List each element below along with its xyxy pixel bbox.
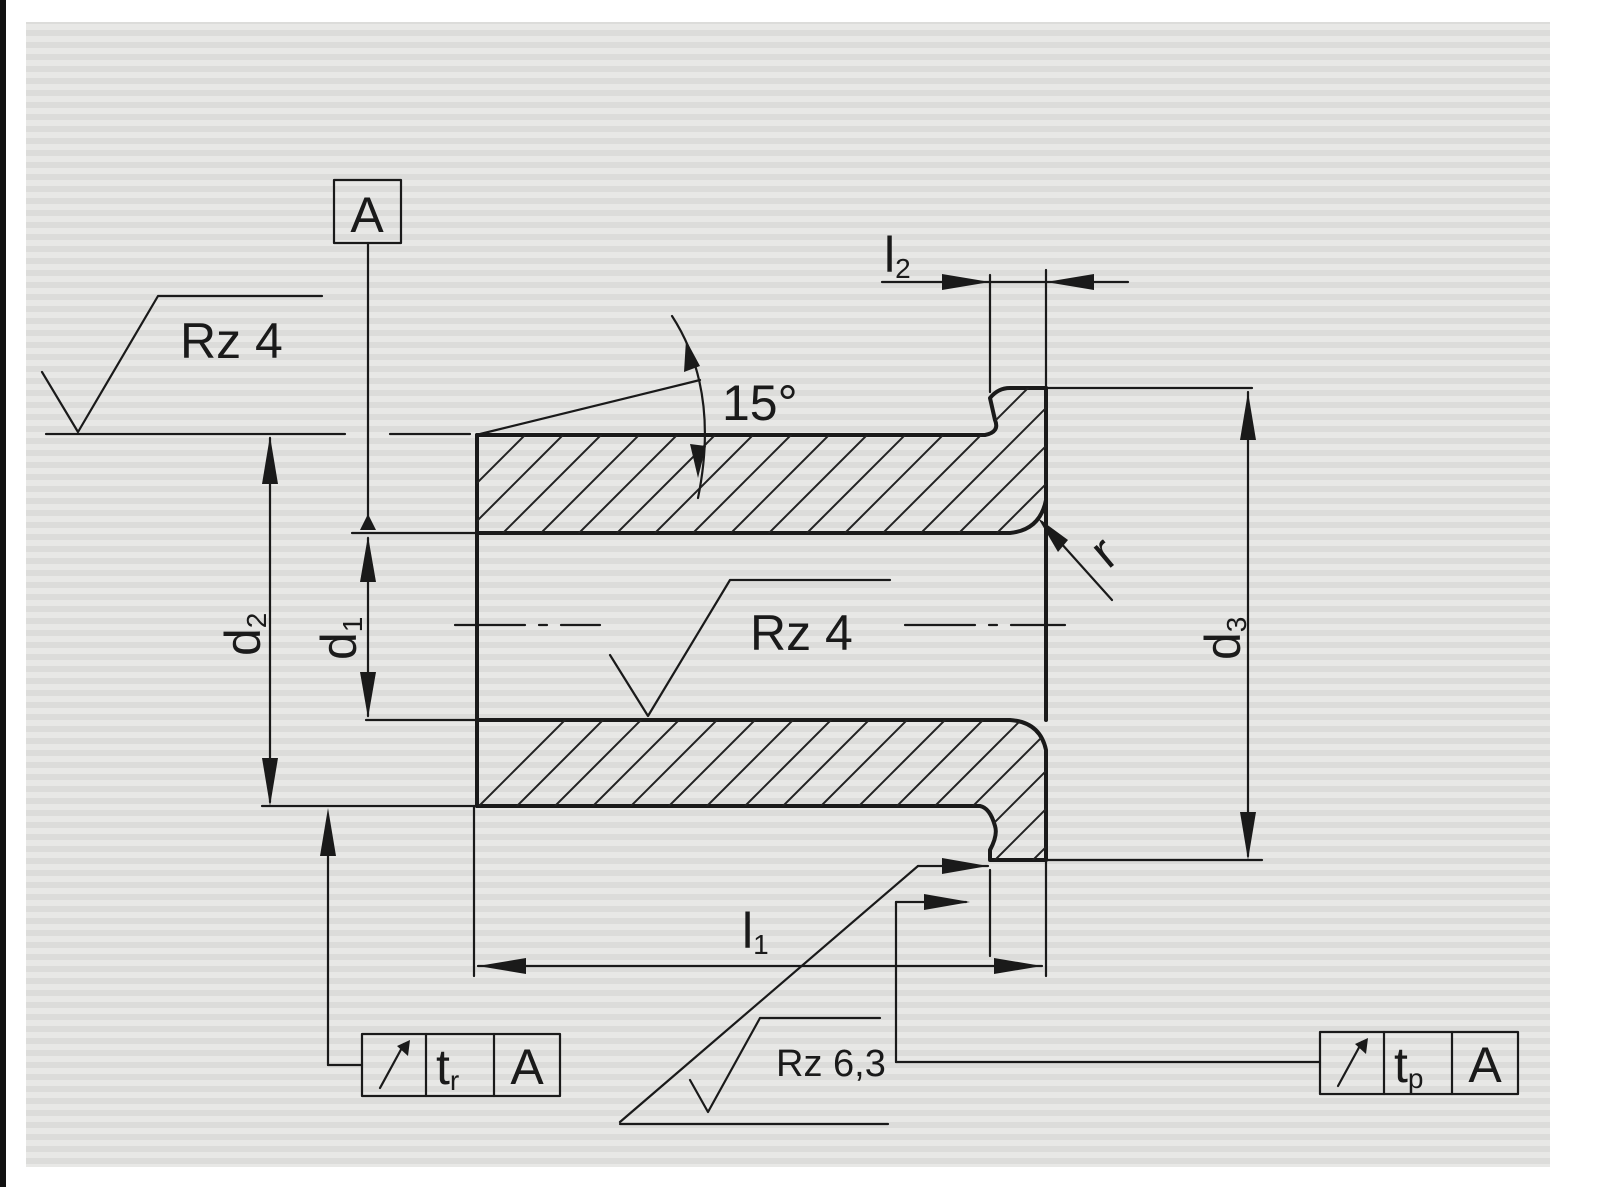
- datum-a-letter: A: [350, 187, 384, 243]
- striped-panel: [26, 22, 1550, 1167]
- axial-datum-letter: A: [1468, 1037, 1502, 1093]
- hatch-line: [989, 388, 1046, 533]
- hatch-line: [913, 388, 1046, 533]
- flange-face-leader: [618, 864, 920, 1124]
- dim-d1: d1: [311, 531, 479, 722]
- datum-a: A: [332, 178, 403, 530]
- d1-arrow-bottom: [360, 672, 376, 718]
- angle-label: 15°: [722, 375, 798, 431]
- l2-label: l2: [884, 227, 911, 284]
- tolerance-frame-axial: tp A: [894, 894, 1520, 1096]
- d1-arrow-top: [360, 536, 376, 582]
- radial-frame-box: [360, 1032, 562, 1098]
- d2-arrow-bottom: [262, 758, 278, 806]
- finish-bore-label: Rz 4: [750, 605, 853, 661]
- finish-symbol-flange: [688, 1016, 882, 1114]
- d3-label: d3: [1195, 617, 1252, 660]
- finish-outer-label: Rz 4: [180, 313, 283, 369]
- d3-arrow-top: [1240, 392, 1256, 440]
- l1-arrow-right: [994, 958, 1042, 974]
- d3-arrow-bottom: [1240, 812, 1256, 860]
- radial-datum-letter: A: [510, 1039, 544, 1095]
- d1-label: d1: [311, 617, 368, 660]
- top-wall-outline: [475, 386, 1048, 535]
- finish-symbol-outer: [40, 294, 324, 434]
- surface-finish-bore: Rz 4: [608, 578, 892, 718]
- flange-face-arrow: [942, 858, 988, 874]
- r-arrow: [1038, 518, 1068, 552]
- axial-leader-arrow: [924, 894, 970, 910]
- dim-d2: d2: [215, 436, 479, 808]
- hatch-line: [875, 388, 1037, 533]
- d2-arrow-top: [262, 436, 278, 484]
- dim-d3: d3: [1044, 386, 1264, 862]
- surface-finish-flange: Rz 6,3: [618, 858, 992, 1126]
- bottom-wall-outline: [475, 718, 1048, 862]
- dim-l2: l2: [880, 227, 1130, 394]
- l1-label: l1: [742, 903, 769, 960]
- hatch-line: [477, 720, 571, 860]
- runout-arrow-icon: [1336, 1038, 1368, 1088]
- axial-tolerance-value: tp: [1394, 1037, 1423, 1094]
- datum-a-arrow: [360, 514, 376, 530]
- angle-arc: [670, 314, 706, 500]
- angle-15: 15°: [478, 314, 798, 500]
- hatch-line: [989, 720, 1046, 860]
- tolerance-frame-radial: tr A: [320, 808, 562, 1098]
- hatch-line: [951, 388, 1046, 533]
- dim-l1: l1: [472, 804, 1048, 978]
- angle-leg: [478, 378, 702, 436]
- axial-frame-box: [1318, 1030, 1520, 1096]
- finish-symbol-bore: [608, 578, 892, 718]
- angle-arrow-bottom: [690, 444, 706, 478]
- left-frame-edge: [0, 0, 6, 1187]
- radial-tolerance-value: tr: [436, 1039, 459, 1096]
- angle-arrow-top: [684, 340, 700, 372]
- radial-leader-arrow: [320, 808, 336, 856]
- runout-arrow-icon: [378, 1040, 410, 1090]
- surface-finish-outer: Rz 4: [40, 294, 472, 436]
- l1-arrow-left: [478, 958, 526, 974]
- l2-arrow-left: [942, 274, 990, 290]
- l2-arrow-right: [1046, 274, 1094, 290]
- finish-flange-label: Rz 6,3: [776, 1043, 886, 1085]
- d2-label: d2: [215, 613, 272, 656]
